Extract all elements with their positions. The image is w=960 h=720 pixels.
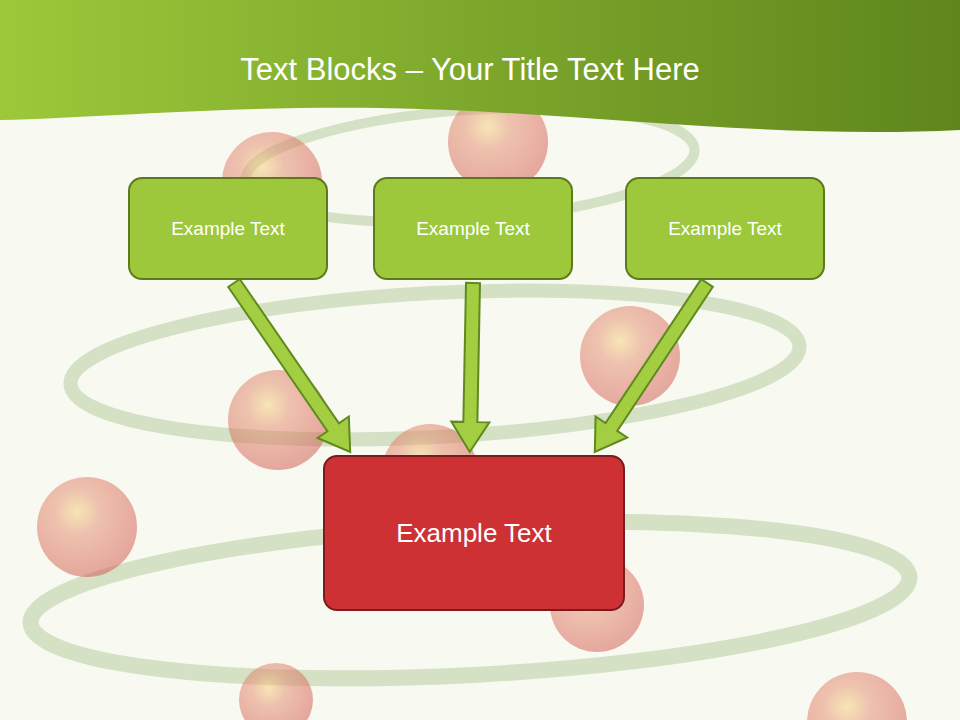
block-arrow — [595, 279, 713, 452]
text-block: Example Text — [128, 177, 328, 280]
box-label: Example Text — [171, 218, 285, 240]
block-arrow — [228, 279, 350, 452]
box-label: Example Text — [416, 218, 530, 240]
header-band — [0, 0, 960, 132]
text-block: Example Text — [373, 177, 573, 280]
box-label: Example Text — [668, 218, 782, 240]
result-box: Example Text — [323, 455, 625, 611]
spheres — [37, 92, 907, 720]
slide-title: Text Blocks – Your Title Text Here — [0, 52, 940, 88]
swirls — [27, 94, 914, 697]
block-arrow — [451, 283, 489, 452]
box-label: Example Text — [396, 518, 552, 549]
text-block: Example Text — [625, 177, 825, 280]
